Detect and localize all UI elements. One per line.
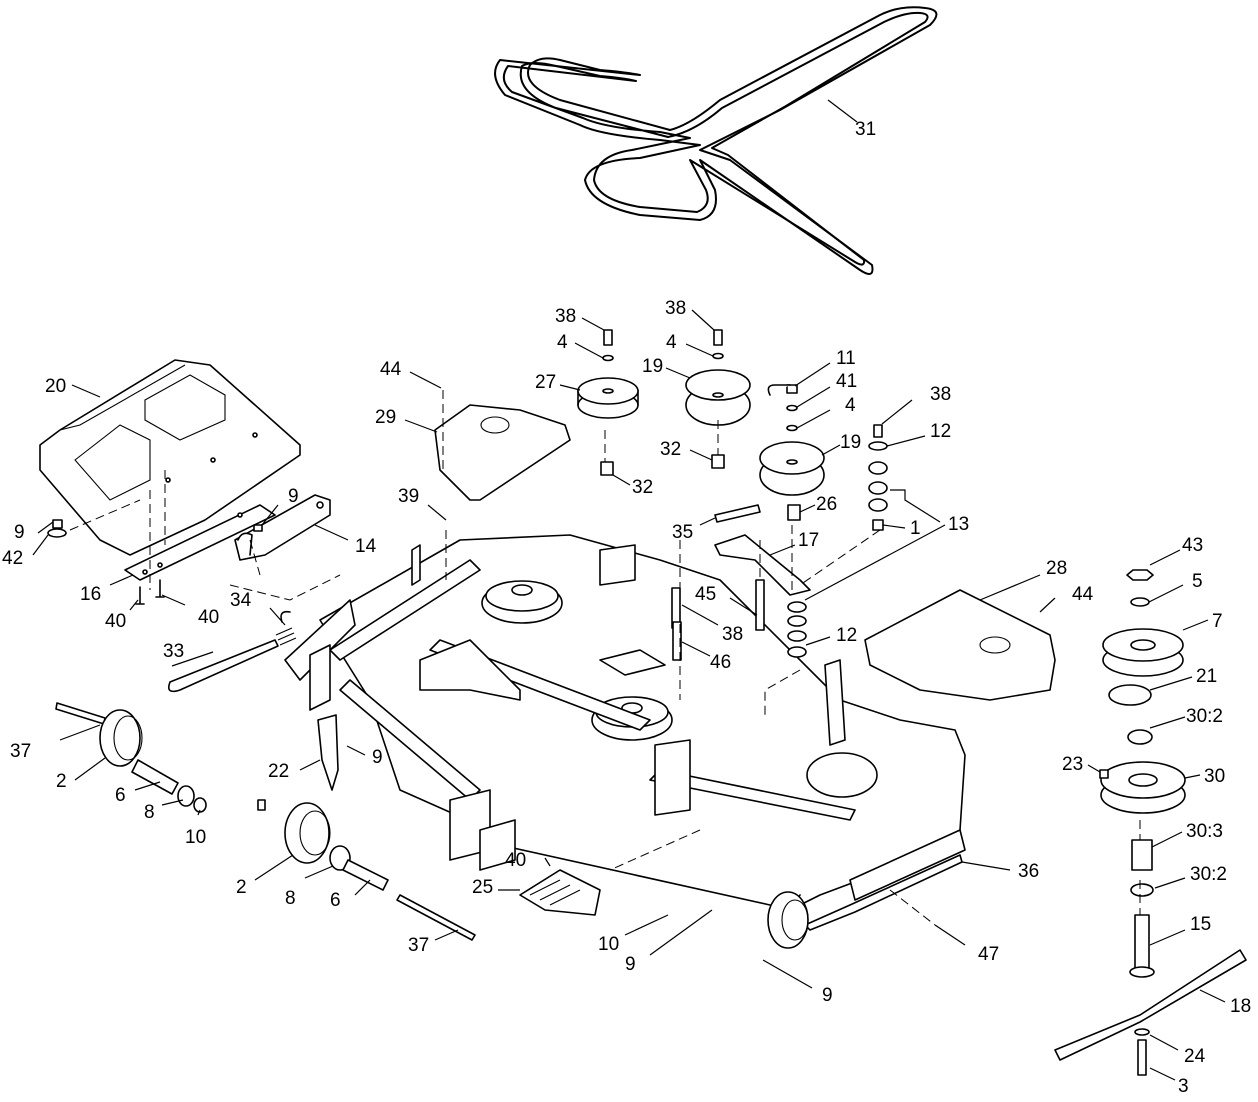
callout-3: 3	[1178, 1076, 1189, 1097]
callout-10: 10	[185, 827, 206, 848]
callout-36: 36	[1018, 861, 1039, 882]
callout-23: 23	[1062, 754, 1083, 775]
callout-1: 1	[910, 518, 921, 539]
callout-30: 30	[1204, 766, 1225, 787]
callout-42: 42	[2, 548, 23, 569]
idler-pivot-bolt	[755, 579, 765, 631]
callout-40: 40	[505, 850, 526, 871]
callout-9: 9	[14, 522, 25, 543]
idler-arm	[714, 534, 811, 596]
lift-rod	[167, 610, 297, 693]
drive-belt	[494, 6, 938, 275]
callout-20: 20	[45, 376, 66, 397]
callout-27: 27	[535, 372, 556, 393]
hanger-bracket	[234, 494, 331, 561]
callout-30-2: 30:2	[1190, 864, 1227, 885]
callout-41: 41	[836, 371, 857, 392]
callout-32: 32	[660, 439, 681, 460]
callout-7: 7	[1212, 611, 1223, 632]
callout-44: 44	[380, 359, 402, 380]
callout-22: 22	[268, 761, 289, 782]
idler-shield-right	[864, 589, 1056, 701]
mower-blade	[1054, 949, 1247, 1061]
spacer-bolt	[672, 621, 682, 661]
callout-12: 12	[930, 421, 951, 442]
front-wheel-right	[257, 799, 476, 941]
leader-lines	[32, 309, 1226, 1081]
callout-16: 16	[80, 584, 101, 605]
callout-38: 38	[722, 624, 743, 645]
callout-13: 13	[948, 514, 969, 535]
callout-2: 2	[56, 771, 67, 792]
callout-4: 4	[557, 332, 568, 353]
callout-25: 25	[472, 877, 493, 898]
callout-18: 18	[1230, 996, 1251, 1017]
callout-45: 45	[695, 584, 716, 605]
gauge-bracket	[317, 714, 339, 791]
spindle-assembly	[1099, 569, 1186, 1076]
callout-40: 40	[198, 607, 219, 628]
callout-8: 8	[285, 888, 296, 909]
callout-40: 40	[105, 611, 126, 632]
callout-15: 15	[1190, 914, 1211, 935]
callout-10: 10	[598, 934, 619, 955]
callout-19: 19	[840, 432, 861, 453]
callout-8: 8	[144, 802, 155, 823]
callout-17: 17	[798, 530, 819, 551]
callout-38: 38	[930, 384, 951, 405]
callout-2: 2	[236, 877, 247, 898]
left-hardware	[47, 519, 263, 605]
callout-35: 35	[672, 522, 693, 543]
callout-46: 46	[710, 652, 731, 673]
callout-11: 11	[836, 348, 856, 369]
callout-29: 29	[375, 407, 396, 428]
callout-24: 24	[1184, 1046, 1206, 1067]
callout-21: 21	[1196, 666, 1217, 687]
callout-30-2: 30:2	[1186, 706, 1223, 727]
idler-pulley-19b	[759, 384, 825, 521]
callout-38: 38	[665, 298, 686, 319]
callout-labels: 31 20 38 38 4 4 27 19 11 41 4 44 29 38 1…	[2, 119, 1251, 1097]
callout-9: 9	[625, 954, 636, 975]
cover-bracket	[124, 504, 276, 581]
callout-39: 39	[398, 486, 419, 507]
idler-shield-left	[434, 404, 571, 501]
mower-deck	[284, 534, 966, 931]
callout-43: 43	[1182, 535, 1203, 556]
callout-4: 4	[666, 332, 677, 353]
callout-19: 19	[642, 356, 663, 377]
callout-31: 31	[855, 119, 876, 140]
callout-9: 9	[822, 985, 833, 1006]
callout-33: 33	[163, 641, 184, 662]
callout-37: 37	[408, 935, 429, 956]
shield-logo	[979, 636, 1011, 654]
callout-44: 44	[1072, 584, 1094, 605]
callout-6: 6	[330, 890, 341, 911]
idler-pulley-19a	[685, 329, 751, 469]
front-wheel-left	[55, 702, 207, 813]
callout-30-3: 30:3	[1186, 821, 1223, 842]
callout-6: 6	[115, 785, 126, 806]
callout-26: 26	[816, 494, 837, 515]
belt-cover-shield	[39, 359, 301, 556]
callout-34: 34	[230, 590, 252, 611]
callout-37: 37	[10, 741, 31, 762]
shield-logo	[480, 416, 510, 434]
step-plate	[519, 869, 601, 916]
callout-5: 5	[1192, 571, 1203, 592]
callout-12: 12	[836, 625, 857, 646]
callout-9: 9	[372, 747, 383, 768]
idler-spring	[714, 504, 761, 523]
callout-9: 9	[288, 486, 299, 507]
callout-14: 14	[355, 536, 377, 557]
rear-wheel	[767, 891, 809, 949]
callout-4: 4	[845, 395, 856, 416]
callout-47: 47	[978, 944, 999, 965]
callout-28: 28	[1046, 558, 1067, 579]
spacer-stack	[787, 424, 888, 658]
callout-38: 38	[555, 306, 576, 327]
callout-32: 32	[632, 477, 653, 498]
idler-pulley-27	[577, 329, 639, 476]
